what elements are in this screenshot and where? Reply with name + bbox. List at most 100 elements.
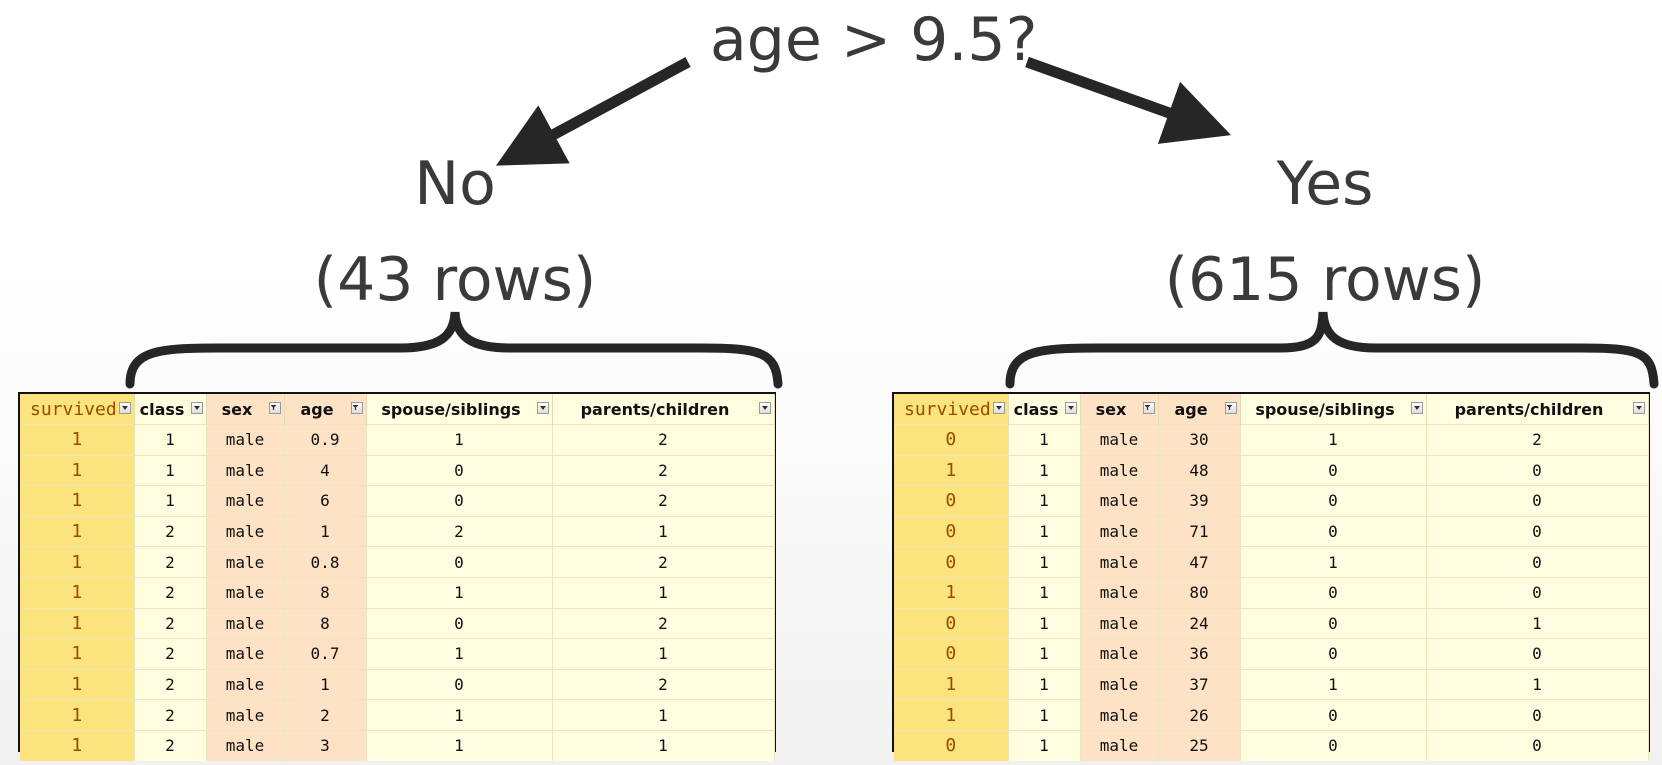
cell-spouse-siblings[interactable]: 0: [1240, 638, 1427, 670]
cell-sex[interactable]: male: [1080, 546, 1159, 578]
cell-survived[interactable]: 0: [894, 638, 1009, 670]
cell-age[interactable]: 24: [1158, 607, 1241, 639]
cell-spouse-siblings[interactable]: 1: [366, 576, 553, 609]
col-header-age[interactable]: age: [284, 394, 367, 425]
cell-class[interactable]: 2: [134, 699, 207, 731]
cell-parents-children[interactable]: 0: [1426, 729, 1649, 761]
cell-spouse-siblings[interactable]: 0: [1240, 729, 1427, 761]
cell-survived[interactable]: 0: [894, 729, 1009, 761]
cell-survived[interactable]: 0: [894, 607, 1009, 639]
cell-sex[interactable]: male: [1080, 699, 1159, 731]
cell-spouse-siblings[interactable]: 1: [366, 638, 553, 670]
cell-class[interactable]: 2: [134, 668, 207, 700]
cell-survived[interactable]: 1: [894, 576, 1009, 609]
filter-active-icon[interactable]: [350, 402, 363, 414]
cell-class[interactable]: 1: [1008, 668, 1081, 700]
cell-survived[interactable]: 1: [20, 607, 135, 639]
cell-parents-children[interactable]: 1: [552, 515, 775, 547]
cell-survived[interactable]: 1: [894, 454, 1009, 486]
cell-age[interactable]: 1: [284, 668, 367, 700]
cell-class[interactable]: 2: [134, 546, 207, 578]
cell-class[interactable]: 1: [1008, 546, 1081, 578]
cell-age[interactable]: 37: [1158, 668, 1241, 700]
cell-class[interactable]: 1: [1008, 485, 1081, 517]
col-header-parents-children[interactable]: parents/children: [552, 394, 775, 425]
cell-parents-children[interactable]: 0: [1426, 515, 1649, 547]
cell-age[interactable]: 6: [284, 485, 367, 517]
col-header-survived[interactable]: survived: [20, 394, 135, 425]
cell-parents-children[interactable]: 2: [1426, 424, 1649, 456]
cell-parents-children[interactable]: 0: [1426, 576, 1649, 609]
cell-age[interactable]: 47: [1158, 546, 1241, 578]
cell-parents-children[interactable]: 1: [552, 729, 775, 761]
col-header-spouse-siblings[interactable]: spouse/siblings: [1240, 394, 1427, 425]
cell-class[interactable]: 2: [134, 576, 207, 609]
cell-class[interactable]: 2: [134, 515, 207, 547]
filter-dropdown-icon[interactable]: [536, 402, 549, 414]
cell-class[interactable]: 1: [1008, 576, 1081, 609]
cell-class[interactable]: 1: [1008, 454, 1081, 486]
filter-dropdown-icon[interactable]: [992, 402, 1005, 414]
cell-age[interactable]: 30: [1158, 424, 1241, 456]
cell-parents-children[interactable]: 2: [552, 485, 775, 517]
cell-age[interactable]: 80: [1158, 576, 1241, 609]
cell-survived[interactable]: 1: [20, 638, 135, 670]
filter-active-icon[interactable]: [268, 402, 281, 414]
cell-class[interactable]: 2: [134, 638, 207, 670]
cell-parents-children[interactable]: 2: [552, 668, 775, 700]
cell-class[interactable]: 1: [134, 424, 207, 456]
cell-age[interactable]: 0.9: [284, 424, 367, 456]
cell-parents-children[interactable]: 1: [1426, 607, 1649, 639]
cell-sex[interactable]: male: [1080, 607, 1159, 639]
cell-sex[interactable]: male: [206, 729, 285, 761]
cell-sex[interactable]: male: [1080, 515, 1159, 547]
cell-sex[interactable]: male: [1080, 424, 1159, 456]
cell-spouse-siblings[interactable]: 1: [1240, 546, 1427, 578]
cell-sex[interactable]: male: [206, 699, 285, 731]
col-header-class[interactable]: class: [1008, 394, 1081, 425]
cell-survived[interactable]: 1: [20, 454, 135, 486]
cell-survived[interactable]: 1: [20, 515, 135, 547]
cell-survived[interactable]: 1: [894, 668, 1009, 700]
cell-age[interactable]: 8: [284, 607, 367, 639]
cell-spouse-siblings[interactable]: 0: [1240, 607, 1427, 639]
cell-spouse-siblings[interactable]: 0: [1240, 454, 1427, 486]
cell-class[interactable]: 1: [1008, 638, 1081, 670]
cell-age[interactable]: 1: [284, 515, 367, 547]
cell-parents-children[interactable]: 1: [552, 576, 775, 609]
cell-survived[interactable]: 0: [894, 485, 1009, 517]
cell-spouse-siblings[interactable]: 1: [366, 729, 553, 761]
cell-age[interactable]: 0.7: [284, 638, 367, 670]
cell-age[interactable]: 8: [284, 576, 367, 609]
cell-survived[interactable]: 1: [20, 699, 135, 731]
cell-sex[interactable]: male: [206, 515, 285, 547]
cell-age[interactable]: 4: [284, 454, 367, 486]
col-header-age[interactable]: age: [1158, 394, 1241, 425]
cell-spouse-siblings[interactable]: 0: [366, 546, 553, 578]
filter-dropdown-icon[interactable]: [118, 402, 131, 414]
col-header-spouse-siblings[interactable]: spouse/siblings: [366, 394, 553, 425]
cell-sex[interactable]: male: [1080, 638, 1159, 670]
filter-dropdown-icon[interactable]: [758, 402, 771, 414]
col-header-sex[interactable]: sex: [206, 394, 285, 425]
cell-sex[interactable]: male: [1080, 576, 1159, 609]
filter-dropdown-icon[interactable]: [190, 402, 203, 414]
cell-parents-children[interactable]: 0: [1426, 638, 1649, 670]
col-header-sex[interactable]: sex: [1080, 394, 1159, 425]
cell-sex[interactable]: male: [206, 607, 285, 639]
